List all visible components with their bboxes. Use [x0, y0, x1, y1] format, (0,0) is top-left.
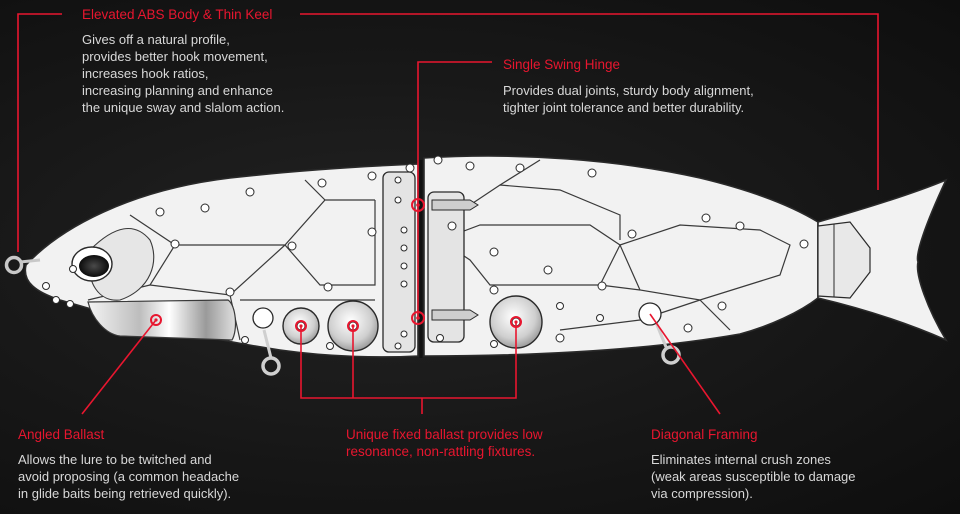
hook-hanger-wire	[262, 329, 273, 359]
hanger-boss	[252, 307, 274, 329]
callout-leader-lines	[17, 13, 879, 415]
diagonal-framing-description: Eliminates internal crush zones (weak ar…	[651, 452, 856, 501]
callout-marker-dot-set	[154, 203, 518, 328]
hook-hanger-icon	[661, 345, 681, 365]
rivet-set	[42, 155, 809, 350]
abs-body-description: Gives off a natural profile, provides be…	[82, 32, 285, 115]
swing-hinge-description: Provides dual joints, sturdy body alignm…	[503, 83, 754, 115]
rear-framing-lines	[431, 159, 791, 331]
head-gill-plate	[88, 227, 155, 301]
hinge-slot	[431, 309, 479, 321]
line-tie-wire	[19, 258, 41, 264]
swing-hinge-title: Single Swing Hinge	[503, 57, 621, 72]
tail-joint-block	[817, 221, 871, 299]
hinge-plate-rear	[427, 191, 465, 343]
hinge-slot	[431, 199, 479, 211]
rivet	[69, 265, 77, 273]
line-tie-icon	[4, 255, 24, 275]
callout-marker-set	[150, 198, 522, 332]
hinge-plate-front	[382, 171, 416, 353]
angled-ballast-title: Angled Ballast	[18, 427, 105, 442]
eye-icon	[79, 255, 109, 277]
lure-tail-fin	[817, 178, 948, 342]
diagonal-framing-title: Diagonal Framing	[651, 427, 758, 442]
lure-rear-section	[423, 155, 819, 357]
abs-body-title: Elevated ABS Body & Thin Keel	[82, 7, 273, 22]
fixed-ballast-title: Unique fixed ballast provides low resona…	[346, 427, 543, 459]
hook-hanger-icon	[261, 356, 281, 376]
angled-ballast-description: Allows the lure to be twitched and avoid…	[18, 452, 240, 501]
